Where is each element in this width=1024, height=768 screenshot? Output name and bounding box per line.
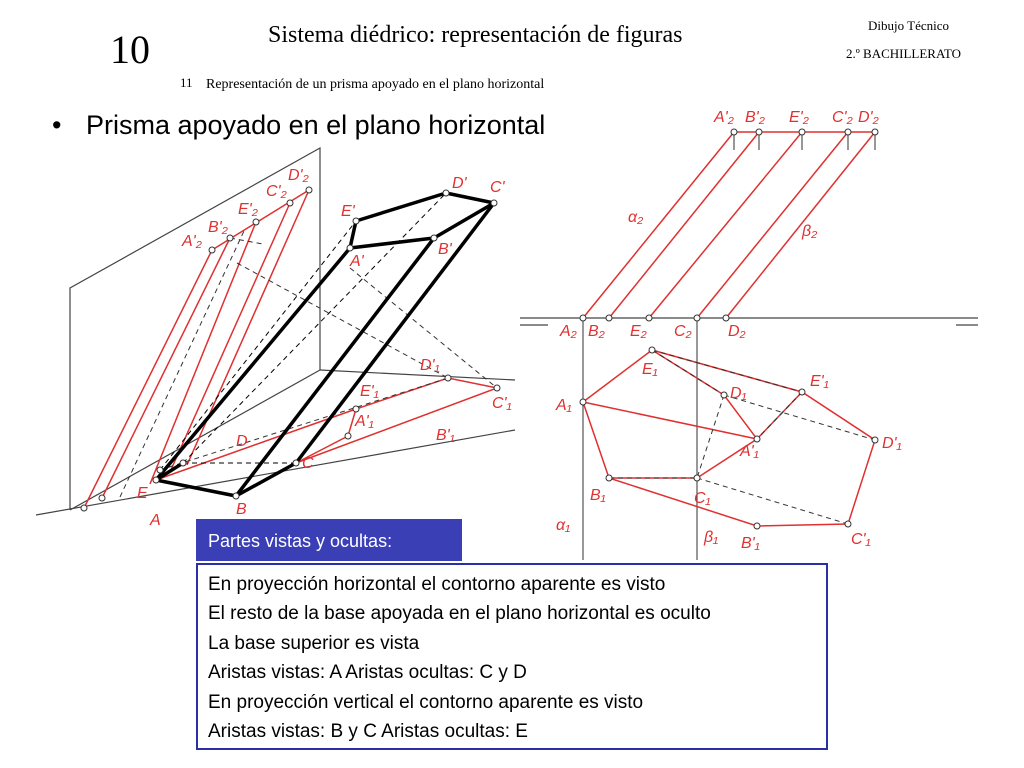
ortho-label-b2: B₂ — [588, 323, 605, 340]
ortho-label-c1: C₁ — [694, 490, 711, 507]
parts-header-box: Partes vistas y ocultas: — [196, 519, 462, 561]
note-line: El resto de la base apoyada en el plano … — [208, 603, 711, 625]
ortho-label-e2: E₂ — [630, 323, 647, 340]
iso-label-a: A — [149, 512, 161, 529]
unit-number: 10 — [110, 27, 150, 72]
ortho-label-a2-prime: A'₂ — [713, 109, 734, 126]
ortho-label-a1: A₁ — [555, 397, 572, 414]
iso-label-a1-prime: A'₁ — [354, 413, 374, 430]
iso-label-c-prime: C' — [490, 179, 506, 196]
note-line: En proyección horizontal el contorno apa… — [208, 574, 666, 595]
ortho-label-c2-prime: C'₂ — [832, 109, 853, 126]
ortho-label-e1-prime: E'₁ — [810, 373, 829, 390]
ortho-label-d1-prime: D'₁ — [882, 435, 902, 452]
ortho-label-alpha1: α₁ — [556, 517, 570, 534]
note-line: Aristas vistas: A Aristas ocultas: C y D — [208, 662, 527, 684]
iso-label-e2-prime: E'₂ — [238, 201, 258, 218]
ortho-label-c2: C₂ — [674, 323, 692, 340]
bullet-glyph: • — [52, 110, 62, 140]
ortho-label-b1-prime: B'₁ — [741, 535, 760, 552]
ortho-label-b2-prime: B'₂ — [745, 109, 765, 126]
iso-labels: A B C D E A' B' C' D' E' A'₁ B'₁ C'₁ D'₁… — [137, 167, 512, 529]
ortho-label-beta2: β₂ — [801, 223, 817, 240]
ortho-label-alpha2: α₂ — [628, 209, 643, 226]
ortho-label-a1-prime: A'₁ — [739, 443, 759, 460]
slide-heading-text: Prisma apoyado en el plano horizontal — [86, 110, 546, 140]
iso-label-c1-prime: C'₁ — [492, 395, 512, 412]
vertical-projection-hidden — [119, 230, 264, 498]
iso-label-d-prime: D' — [452, 175, 468, 192]
vertical-projection-lines — [582, 131, 876, 319]
prism-hidden-edges — [159, 192, 447, 471]
ortho-label-e2-prime: E'₂ — [789, 109, 809, 126]
iso-label-b-prime: B' — [438, 241, 453, 258]
notes-box: En proyección horizontal el contorno apa… — [196, 563, 828, 750]
iso-label-d2-prime: D'₂ — [288, 167, 309, 184]
ground-line — [520, 317, 978, 326]
iso-label-c2-prime: C'₂ — [266, 183, 287, 200]
iso-label-b2-prime: B'₂ — [208, 219, 228, 236]
iso-label-a2-prime: A'₂ — [181, 233, 202, 250]
iso-label-d: D — [236, 433, 248, 450]
iso-label-e: E — [137, 485, 148, 502]
ortho-labels: A'₂ B'₂ E'₂ C'₂ D'₂ α₂ β₂ A₂ B₂ E₂ C₂ D₂… — [555, 109, 902, 552]
note-line: En proyección vertical el contorno apare… — [208, 691, 644, 713]
section-number: 11 — [180, 75, 193, 90]
iso-label-d1-prime: D'₁ — [420, 357, 440, 374]
ortho-label-a2: A₂ — [559, 323, 577, 340]
ortho-label-d2: D₂ — [728, 323, 746, 340]
section-title: Representación de un prisma apoyado en e… — [206, 77, 545, 92]
isometric-view: A B C D E A' B' C' D' E' A'₁ B'₁ C'₁ D'₁… — [35, 146, 516, 529]
vertical-plane — [69, 146, 321, 510]
ortho-vertex-points — [579, 128, 879, 530]
iso-label-b1-prime: B'₁ — [436, 427, 455, 444]
iso-label-e1-prime: E'₁ — [360, 383, 379, 400]
note-line: Aristas vistas: B y C Aristas ocultas: E — [208, 721, 528, 743]
iso-label-e-prime: E' — [341, 203, 356, 220]
iso-vertex-points — [80, 186, 501, 512]
ortho-label-beta1: β₁ — [703, 529, 718, 546]
horizontal-projection-polygons — [582, 349, 876, 527]
ortho-label-e1: E₁ — [642, 361, 658, 378]
slide-main-title: Sistema diédrico: representación de figu… — [268, 22, 683, 48]
iso-label-c: C — [302, 455, 314, 472]
note-line: La base superior es vista — [208, 632, 420, 654]
ortho-label-d1: D₁ — [730, 385, 747, 402]
plane-traces — [582, 132, 876, 560]
subject-label: Dibujo Técnico — [868, 18, 949, 33]
orthographic-view: A'₂ B'₂ E'₂ C'₂ D'₂ α₂ β₂ A₂ B₂ E₂ C₂ D₂… — [520, 109, 978, 560]
horizontal-projection-hidden — [609, 349, 876, 525]
iso-label-a-prime: A' — [349, 253, 365, 270]
ortho-label-b1: B₁ — [590, 487, 606, 504]
ortho-label-d2-prime: D'₂ — [858, 109, 879, 126]
course-label: 2.º BACHILLERATO — [846, 46, 962, 61]
ortho-label-c1-prime: C'₁ — [851, 531, 871, 548]
slide-heading: • Prisma apoyado en el plano horizontal — [52, 110, 545, 141]
iso-label-b: B — [236, 501, 247, 518]
